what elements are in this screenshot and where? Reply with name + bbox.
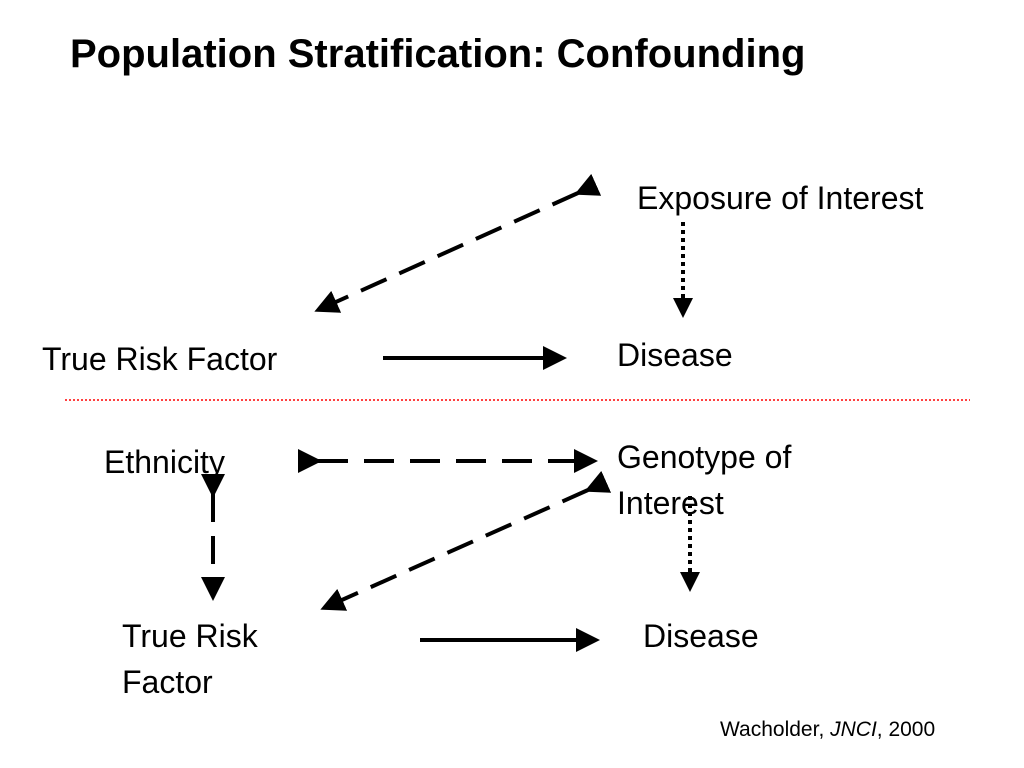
slide-title: Population Stratification: Confounding: [70, 32, 806, 76]
dashed-arrow-exposure-riskfactor: [314, 173, 602, 313]
exposure-of-interest-label: Exposure of Interest: [637, 180, 924, 216]
disease-label-bottom: Disease: [643, 618, 759, 654]
citation-author: Wacholder,: [720, 718, 831, 741]
true-risk-factor-label-bottom: True Risk Factor: [122, 618, 258, 700]
genotype-of-interest-label: Genotype of Interest: [617, 439, 792, 521]
citation-journal: JNCI: [830, 718, 877, 741]
true-risk-factor-label-top: True Risk Factor: [42, 341, 278, 377]
dashed-arrow-genotype-riskfactor: [320, 470, 612, 611]
citation: Wacholder, JNCI, 2000: [720, 718, 935, 742]
citation-year: , 2000: [876, 718, 936, 741]
disease-label-top: Disease: [617, 337, 733, 373]
